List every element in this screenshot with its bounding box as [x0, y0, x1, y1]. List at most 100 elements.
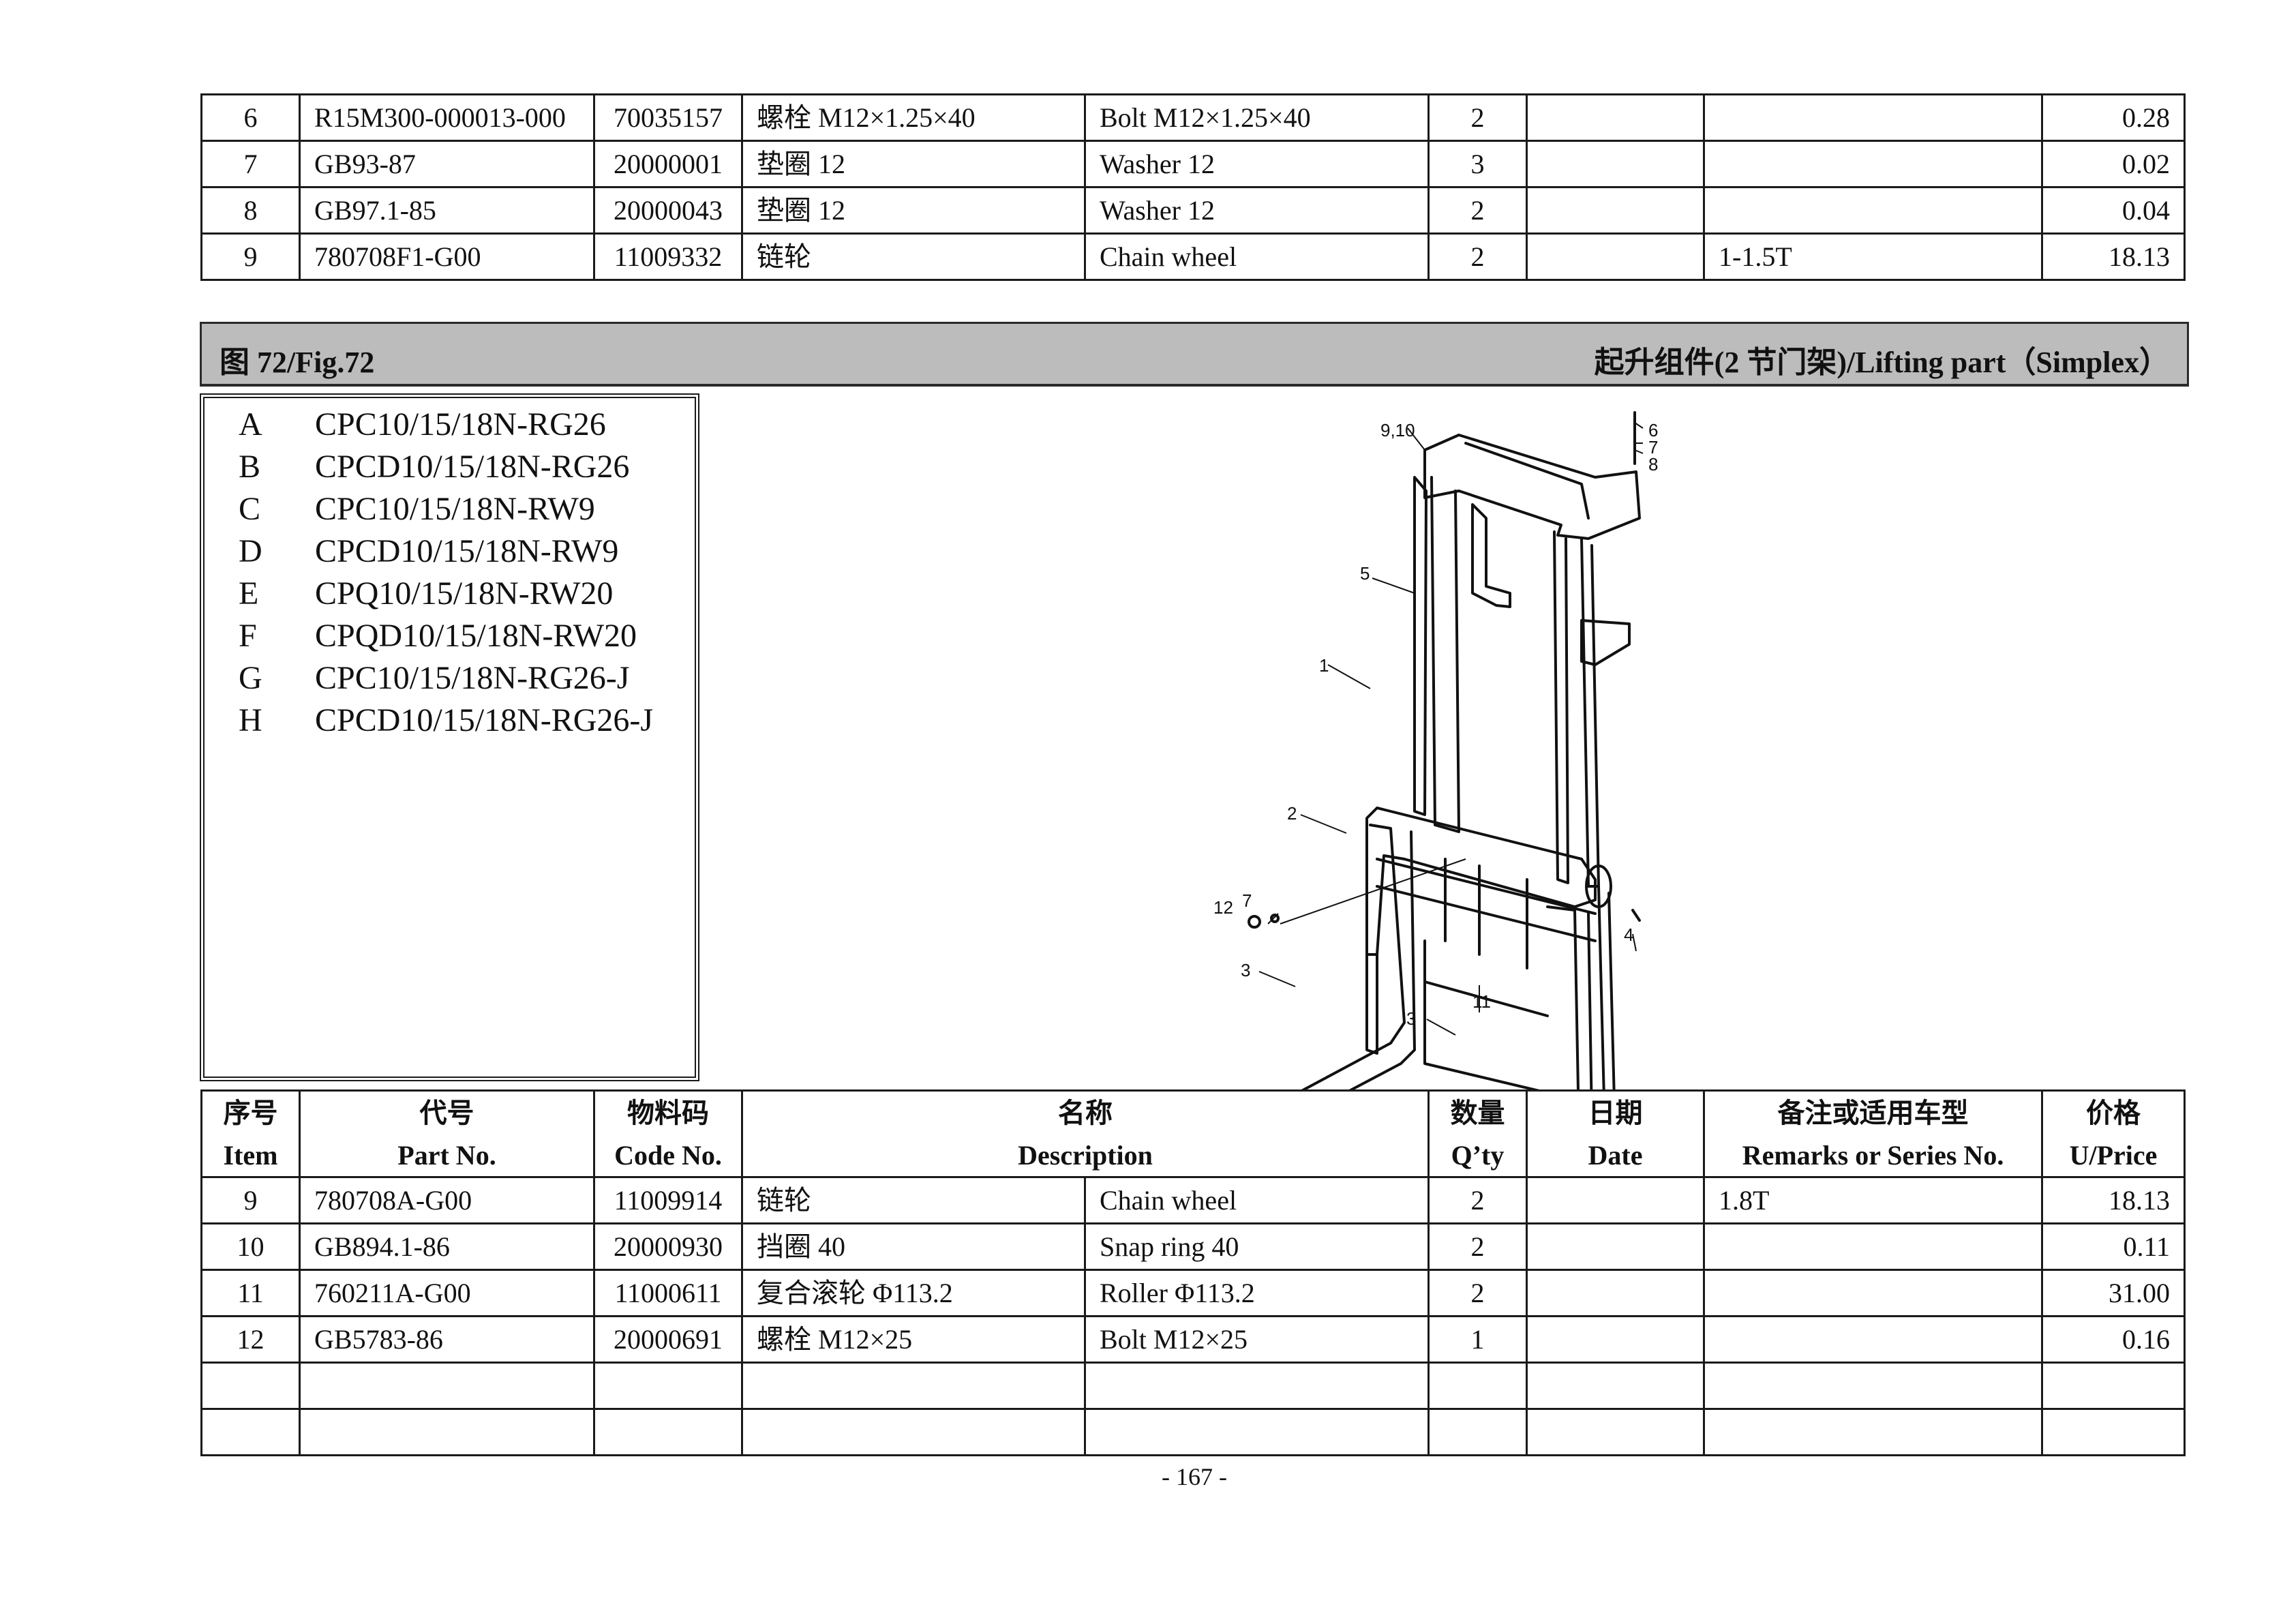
qty-cell: 2 [1428, 232, 1528, 281]
qty-cell: 3 [1428, 140, 1528, 188]
name-cn-cell: 挡圈 40 [741, 1222, 1086, 1271]
table-row: 8 GB97.1-85 20000043 垫圈 12 Washer 12 2 0… [200, 186, 2186, 235]
model-letter: F [239, 618, 257, 654]
name-cn-cell: 链轮 [741, 1176, 1086, 1224]
date-cell [1526, 1362, 1706, 1410]
name-cn-cell [741, 1408, 1086, 1456]
item-cell: 6 [200, 93, 301, 142]
qty-cell [1428, 1408, 1528, 1456]
remarks-cell [1703, 1222, 2044, 1271]
col-header-description: 名称 Description [740, 1089, 1430, 1178]
table-row: 6 R15M300-000013-000 70035157 螺栓 M12×1.2… [200, 93, 2186, 142]
col-header-part-no: 代号 Part No. [299, 1089, 595, 1178]
lifting-part-exploded-diagram: 9,10 6 7 8 5 1 2 12 7 4 3 11 3 [1213, 411, 1658, 1091]
date-cell [1526, 232, 1705, 281]
price-cell: 18.13 [2041, 1176, 2186, 1224]
part-no-cell: GB894.1-86 [299, 1222, 595, 1271]
name-en-cell: Snap ring 40 [1083, 1222, 1430, 1271]
callout-label: 3 [1406, 1008, 1416, 1029]
name-cn-cell: 垫圈 12 [741, 186, 1086, 235]
price-cell [2041, 1362, 2186, 1410]
model-name: CPC10/15/18N-RG26 [315, 406, 606, 442]
table-row-empty [200, 1362, 2186, 1410]
item-cell: 9 [200, 1176, 301, 1224]
code-no-cell [593, 1362, 743, 1410]
col-header-price: 价格 U/Price [2041, 1089, 2186, 1178]
model-letter: E [239, 575, 259, 612]
callout-label: 8 [1648, 454, 1658, 475]
callout-label: 3 [1241, 960, 1250, 980]
code-no-cell [593, 1408, 743, 1456]
part-no-cell: 760211A-G00 [299, 1269, 595, 1317]
model-letter: B [239, 449, 261, 485]
name-en-cell: Washer 12 [1084, 186, 1430, 235]
date-cell [1526, 186, 1705, 235]
item-cell: 12 [200, 1315, 301, 1364]
model-name: CPCD10/15/18N-RG26-J [315, 702, 654, 738]
model-letter: A [239, 406, 262, 442]
qty-cell: 2 [1428, 1176, 1528, 1224]
part-no-cell: GB5783-86 [299, 1315, 595, 1364]
applicable-models-box: A CPC10/15/18N-RG26 B CPCD10/15/18N-RG26… [200, 393, 699, 1081]
table-row: 9 780708F1-G00 11009332 链轮 Chain wheel 2… [200, 232, 2186, 281]
qty-cell: 2 [1428, 1269, 1528, 1317]
remarks-cell [1703, 1408, 2044, 1456]
code-no-cell: 70035157 [593, 93, 743, 142]
code-no-cell: 20000930 [593, 1222, 743, 1271]
callout-label: 4 [1624, 924, 1633, 945]
parts-table-continued: 6 R15M300-000013-000 70035157 螺栓 M12×1.2… [200, 93, 2186, 281]
name-en-cell: Bolt M12×1.25×40 [1084, 93, 1430, 142]
code-no-cell: 11009914 [593, 1176, 743, 1224]
part-no-cell: 780708A-G00 [299, 1176, 595, 1224]
item-cell: 11 [200, 1269, 301, 1317]
date-cell [1526, 1315, 1706, 1364]
parts-table: 序号 Item 代号 Part No. 物料码 Code No. 名称 Desc… [200, 1089, 2186, 1456]
page-number: - 167 - [1162, 1463, 1227, 1490]
item-cell [200, 1408, 301, 1456]
table-row-empty [200, 1408, 2186, 1456]
price-cell: 0.02 [2041, 140, 2186, 188]
code-no-cell: 20000691 [593, 1315, 743, 1364]
qty-cell: 2 [1428, 1222, 1528, 1271]
price-cell: 0.28 [2041, 93, 2186, 142]
part-no-cell [299, 1362, 595, 1410]
model-name: CPQD10/15/18N-RW20 [315, 618, 637, 654]
name-cn-cell: 螺栓 M12×25 [741, 1315, 1086, 1364]
remarks-cell: 1.8T [1703, 1176, 2044, 1224]
name-en-cell: Bolt M12×25 [1083, 1315, 1430, 1364]
col-header-remarks: 备注或适用车型 Remarks or Series No. [1703, 1089, 2044, 1178]
figure-title: 起升组件(2 节门架)/Lifting part（Simplex） [1594, 346, 2169, 379]
price-cell: 0.11 [2041, 1222, 2186, 1271]
remarks-cell [1703, 1315, 2044, 1364]
name-en-cell [1083, 1408, 1430, 1456]
remarks-cell: 1-1.5T [1703, 232, 2043, 281]
part-no-cell: 780708F1-G00 [299, 232, 595, 281]
item-cell: 9 [200, 232, 301, 281]
date-cell [1526, 1222, 1706, 1271]
model-name: CPC10/15/18N-RG26-J [315, 660, 630, 696]
figure-header-bar: 图 72/Fig.72 起升组件(2 节门架)/Lifting part（Sim… [200, 322, 2189, 387]
name-en-cell: Roller Φ113.2 [1083, 1269, 1430, 1317]
callout-label: 7 [1648, 437, 1658, 457]
date-cell [1526, 1176, 1706, 1224]
col-header-qty: 数量 Q’ty [1428, 1089, 1528, 1178]
item-cell: 10 [200, 1222, 301, 1271]
qty-cell: 2 [1428, 93, 1528, 142]
table-row: 10 GB894.1-86 20000930 挡圈 40 Snap ring 4… [200, 1222, 2186, 1271]
code-no-cell: 11000611 [593, 1269, 743, 1317]
table-header-row: 序号 Item 代号 Part No. 物料码 Code No. 名称 Desc… [200, 1089, 2186, 1178]
table-row: 11 760211A-G00 11000611 复合滚轮 Φ113.2 Roll… [200, 1269, 2186, 1317]
qty-cell: 1 [1428, 1315, 1528, 1364]
col-header-date: 日期 Date [1526, 1089, 1706, 1178]
remarks-cell [1703, 1362, 2044, 1410]
remarks-cell [1703, 140, 2043, 188]
item-cell [200, 1362, 301, 1410]
model-letter: H [239, 702, 262, 738]
date-cell [1526, 93, 1705, 142]
name-en-cell: Washer 12 [1084, 140, 1430, 188]
model-letter: G [239, 660, 262, 696]
part-no-cell [299, 1408, 595, 1456]
table-row: 9 780708A-G00 11009914 链轮 Chain wheel 2 … [200, 1176, 2186, 1224]
name-en-cell [1083, 1362, 1430, 1410]
code-no-cell: 20000043 [593, 186, 743, 235]
